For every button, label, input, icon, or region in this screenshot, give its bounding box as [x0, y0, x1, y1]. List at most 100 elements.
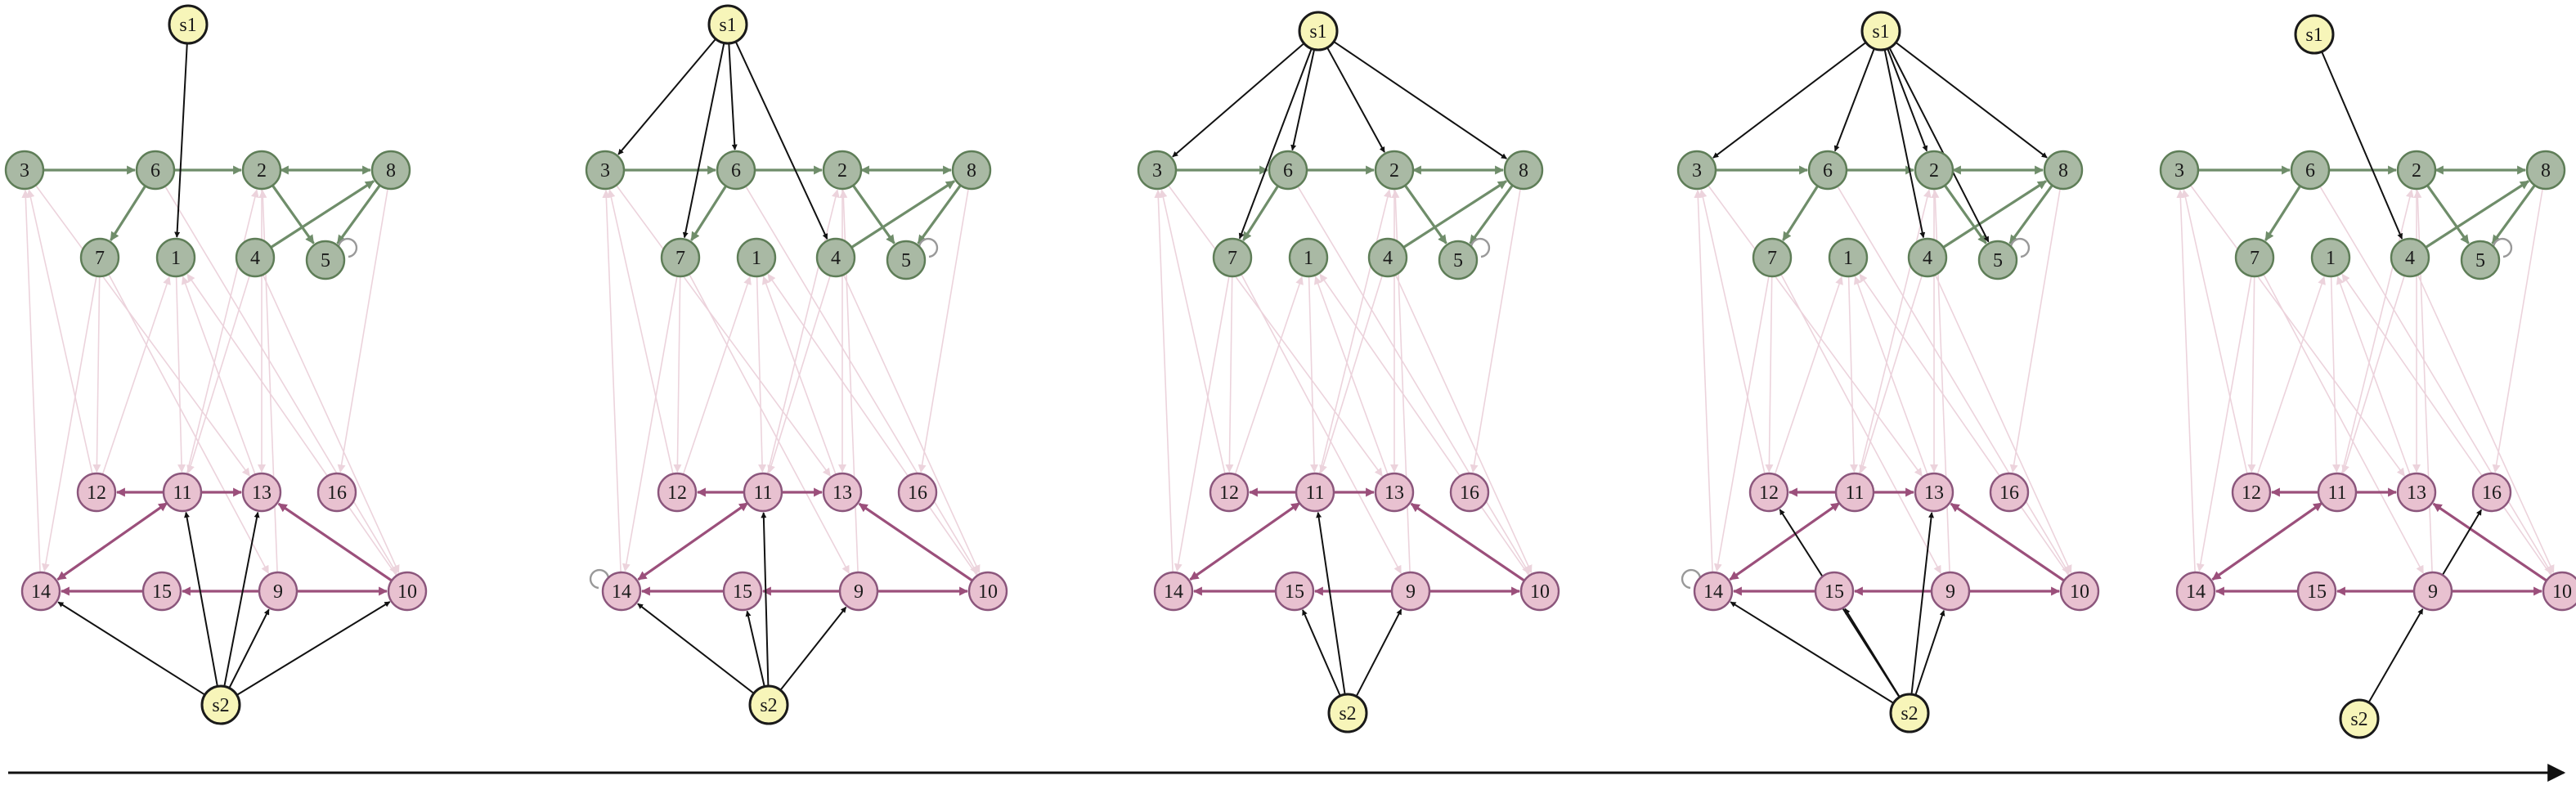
node-circle: [1298, 11, 1339, 52]
node-n12: 12: [1748, 472, 1789, 513]
pink-edge-n10-n13: [277, 502, 393, 582]
node-label: 16: [327, 482, 347, 504]
node-circle: [1209, 472, 1250, 513]
faint-edge-n4-n10: [262, 274, 400, 574]
black-edge-s1-n3: [1712, 42, 1867, 159]
node-label: 15: [733, 581, 752, 603]
node-circle: [815, 237, 856, 278]
node-label: s1: [1872, 21, 1889, 43]
node-circle: [1989, 472, 2030, 513]
pink-edge-n10-n13: [2432, 502, 2547, 582]
faint-edge-n7-n12: [673, 276, 682, 473]
node-circle: [2412, 571, 2453, 612]
self-loop-n5: [2009, 237, 2031, 258]
node-label: 10: [397, 581, 417, 603]
node-n2: 2: [1914, 150, 1954, 191]
node-circle: [1367, 237, 1408, 278]
node-n15: 15: [1274, 571, 1315, 612]
black-edge-s2-n14: [57, 601, 206, 696]
faint-edge-n6-n10: [745, 186, 978, 575]
node-label: 16: [908, 482, 927, 504]
node-n8: 8: [951, 150, 992, 191]
node-circle: [241, 150, 282, 191]
faint-edge-n7-n12: [1225, 276, 1234, 473]
node-label: 7: [675, 248, 685, 269]
node-n8: 8: [2525, 150, 2566, 191]
node-label: 16: [1999, 482, 2019, 504]
node-n11: 11: [162, 472, 203, 513]
node-n9: 9: [1930, 571, 1971, 612]
self-loop-n14: [589, 568, 610, 590]
node-circle: [743, 472, 783, 513]
node-label: 13: [832, 482, 852, 504]
node-circle: [2310, 237, 2351, 278]
node-circle: [2396, 472, 2437, 513]
node-label: 7: [1227, 248, 1237, 269]
node-label: 8: [2541, 160, 2551, 182]
node-n10: 10: [387, 571, 428, 612]
faint-edge-n7-n14: [1174, 276, 1230, 572]
node-label: 6: [150, 160, 160, 182]
faint-edge-n11-n2: [186, 189, 259, 474]
faint-edge-n8-n16: [2492, 188, 2543, 473]
node-n6: 6: [1268, 150, 1308, 191]
node-circle: [1907, 237, 1948, 278]
node-label: 11: [753, 482, 772, 504]
green-edge-n4-n8: [270, 180, 375, 249]
pink-edge-n11-n14: [637, 501, 749, 581]
black-edge-n9-n16: [2441, 509, 2483, 576]
node-circle: [1390, 571, 1431, 612]
pink-edge-n10-n13: [1950, 502, 2065, 582]
node-label: 9: [2428, 581, 2438, 603]
green-edge-n8-n5: [2491, 184, 2536, 244]
green-edge-n2-n5: [851, 184, 895, 244]
node-circle: [2159, 150, 2200, 191]
node-n13: 13: [1374, 472, 1415, 513]
node-label: 14: [1164, 581, 1183, 603]
node-circle: [716, 150, 756, 191]
green-edge-n6-n7: [2264, 185, 2302, 241]
faint-edge-n6-n10: [1297, 186, 1530, 575]
node-circle: [316, 472, 357, 513]
node-label: 5: [321, 250, 330, 271]
node-s2: s2: [748, 684, 789, 725]
node-label: 16: [1460, 482, 1479, 504]
black-edge-s1-n3: [617, 38, 716, 155]
black-edge-s1-n7: [1238, 48, 1313, 240]
node-n16: 16: [1989, 472, 2030, 513]
node-circle: [2175, 571, 2216, 612]
node-circle: [951, 150, 992, 191]
faint-edge-n6-n10: [1837, 186, 2070, 575]
faint-edge-n4-n11: [1319, 275, 1383, 474]
faint-edge-n12-n3: [2181, 189, 2248, 474]
node-n1: 1: [736, 237, 777, 278]
node-circle: [387, 571, 428, 612]
node-label: 15: [1285, 581, 1304, 603]
green-edge-n2-n5: [2426, 184, 2470, 244]
node-circle: [20, 571, 61, 612]
node-label: 3: [1692, 160, 1702, 182]
faint-edge-n7-n9: [1241, 273, 1402, 574]
faint-edge-n7-n14: [1713, 276, 1770, 572]
node-s1: s1: [168, 4, 209, 45]
node-circle: [2294, 14, 2335, 55]
node-n16: 16: [316, 472, 357, 513]
node-n12: 12: [1209, 472, 1250, 513]
black-edge-s2-n9: [2367, 608, 2424, 703]
faint-edge-n3-n13: [615, 185, 831, 477]
node-label: 2: [257, 160, 267, 182]
node-n5: 5: [1977, 240, 2018, 280]
black-edge-s1-n1: [174, 43, 188, 238]
node-n11: 11: [1295, 472, 1335, 513]
faint-edge-n10-n1: [2341, 273, 2552, 576]
black-edge-s2-n11: [1316, 512, 1346, 695]
node-n10: 10: [2542, 571, 2576, 612]
node-circle: [1807, 150, 1848, 191]
node-n10: 10: [967, 571, 1008, 612]
node-circle: [235, 237, 276, 278]
node-circle: [967, 571, 1008, 612]
pink-edge-n11-n14: [1189, 501, 1301, 581]
node-label: 14: [612, 581, 631, 603]
faint-edge-n7-n12: [1765, 276, 1774, 473]
